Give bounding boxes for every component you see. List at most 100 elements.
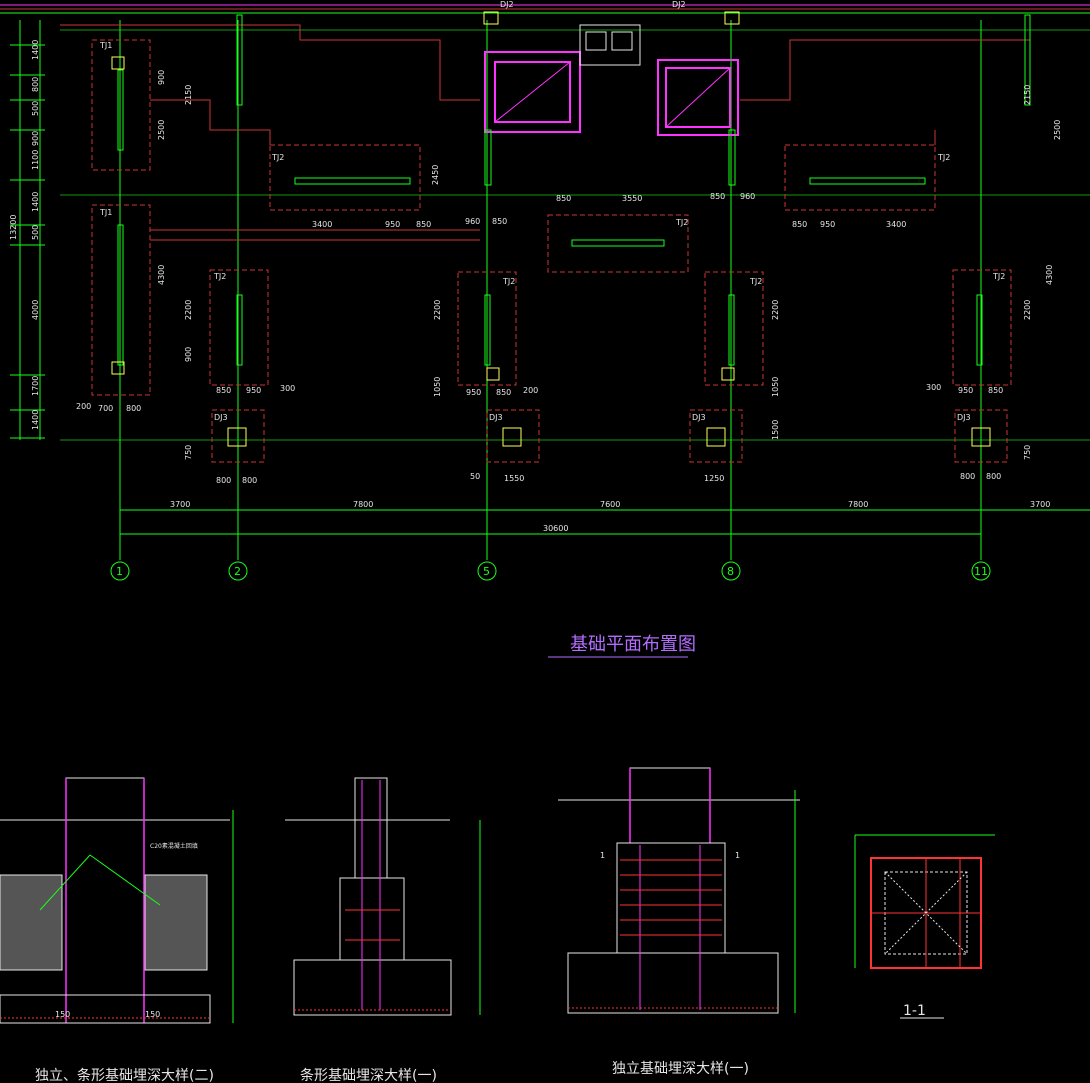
dim-800-i1: 800: [960, 472, 975, 481]
bay-dim-3: 7600: [600, 500, 620, 509]
dim-200-e: 200: [523, 386, 538, 395]
left-dim-8: 4000: [31, 300, 40, 320]
dim-850-b: 850: [556, 194, 571, 203]
dim-1050-a: 1050: [433, 377, 442, 397]
dim-960-left: 960: [465, 217, 480, 226]
left-dim-9: 1700: [31, 376, 40, 396]
detail-1: [0, 777, 234, 1024]
dim-1250: 1250: [704, 474, 724, 483]
label-dj2-b: DJ2: [672, 0, 686, 9]
dim-50: 50: [470, 472, 480, 481]
label-tj2-right: TJ2: [937, 153, 950, 162]
dim-950-d: 950: [246, 386, 261, 395]
left-dim-5: 1100: [31, 150, 40, 170]
axis-label-1: 1: [116, 565, 123, 578]
left-dim-7: 500: [31, 225, 40, 240]
dim-960-right: 960: [740, 192, 755, 201]
dim-850-e: 850: [496, 388, 511, 397]
dim-850-d: 850: [216, 386, 231, 395]
total-dim: 30600: [543, 524, 568, 533]
wall-strips: [117, 14, 1031, 366]
label-tj2-left: TJ2: [271, 153, 284, 162]
detail-4-title: 1-1: [903, 1003, 926, 1019]
central-equipment: [579, 24, 641, 66]
bay-dim-5: 3700: [1030, 500, 1050, 509]
dim-850-left: 850: [416, 220, 431, 229]
foundation-outlines: [91, 39, 1012, 463]
label-tj2-c: TJ2: [749, 277, 762, 286]
label-tj2-d: TJ2: [992, 272, 1005, 281]
label-dj3-b: DJ3: [489, 413, 503, 422]
dim-4300-left: 4300: [157, 265, 166, 285]
top-edge-lines: [0, 4, 1090, 14]
detail-2: [285, 777, 481, 1016]
column-squares: [111, 11, 991, 447]
bottom-dimension-lines: [119, 504, 1090, 540]
pit-boxes: [484, 51, 739, 136]
dim-2150-left: 2150: [184, 85, 193, 105]
dim-700-g: 700: [98, 404, 113, 413]
left-dim-2: 800: [31, 77, 40, 92]
dim-800-h2: 800: [242, 476, 257, 485]
dim-950-e: 950: [466, 388, 481, 397]
label-dj3-a: DJ3: [214, 413, 228, 422]
dim-850-a: 850: [492, 217, 507, 226]
left-dim-3: 500: [31, 101, 40, 116]
detail-1-dim-150-b: 150: [145, 1010, 160, 1019]
dim-900-b: 900: [157, 70, 166, 85]
left-dimension-chain: [10, 20, 45, 440]
dim-850-c: 850: [710, 192, 725, 201]
left-dim-1: 1400: [31, 40, 40, 60]
dim-2200-d: 2200: [1023, 300, 1032, 320]
label-tj2-b: TJ2: [502, 277, 515, 286]
label-tj1-mid: TJ1: [99, 208, 112, 217]
label-tj2-center: TJ2: [675, 218, 688, 227]
dim-800-g: 800: [126, 404, 141, 413]
left-dim-6: 1400: [31, 192, 40, 212]
detail-4: [854, 834, 995, 1019]
left-dim-10: 1400: [31, 410, 40, 430]
dim-750-a: 750: [184, 445, 193, 460]
dim-2500-right: 2500: [1053, 120, 1062, 140]
dim-2200-c: 2200: [771, 300, 780, 320]
detail-3-title: 独立基础埋深大样(一): [612, 1060, 749, 1077]
label-dj3-d: DJ3: [957, 413, 971, 422]
main-title: 基础平面布置图: [570, 634, 696, 655]
bay-dim-1: 3700: [170, 500, 190, 509]
dim-1500: 1500: [771, 420, 780, 440]
dim-2200-a: 2200: [184, 300, 193, 320]
detail-1-dim-150-a: 150: [55, 1010, 70, 1019]
dim-850-right: 850: [792, 220, 807, 229]
dim-3400-left: 3400: [312, 220, 332, 229]
bay-dim-4: 7800: [848, 500, 868, 509]
label-dj3-c: DJ3: [692, 413, 706, 422]
dim-1550: 1550: [504, 474, 524, 483]
label-tj1-top: TJ1: [99, 41, 112, 50]
dim-200-g: 200: [76, 402, 91, 411]
axis-label-2: 2: [234, 565, 241, 578]
axis-label-11: 11: [974, 565, 988, 578]
detail-3-section-mark-a: 1: [600, 851, 605, 860]
left-overall-dim: 13200: [9, 215, 18, 240]
dim-2500-left: 2500: [157, 120, 166, 140]
left-dim-4: 900: [31, 131, 40, 146]
dim-750-b: 750: [1023, 445, 1032, 460]
detail-3: [558, 767, 800, 1014]
axis-label-5: 5: [483, 565, 490, 578]
dim-950-f: 950: [958, 386, 973, 395]
detail-3-section-mark-b: 1: [735, 851, 740, 860]
dim-900-a: 900: [184, 347, 193, 362]
axis-bubbles: [110, 561, 991, 581]
grid-axis-lines: [60, 20, 1090, 560]
label-dj2-a: DJ2: [500, 0, 514, 9]
detail-2-title: 条形基础埋深大样(一): [300, 1067, 437, 1083]
label-tj2-a: TJ2: [213, 272, 226, 281]
axis-label-8: 8: [727, 565, 734, 578]
dim-800-h1: 800: [216, 476, 231, 485]
dim-2150-right: 2150: [1023, 85, 1032, 105]
dim-850-f: 850: [988, 386, 1003, 395]
dim-2200-b: 2200: [433, 300, 442, 320]
detail-1-note-c20: C20素混凝土回填: [150, 842, 198, 850]
bay-dim-2: 7800: [353, 500, 373, 509]
